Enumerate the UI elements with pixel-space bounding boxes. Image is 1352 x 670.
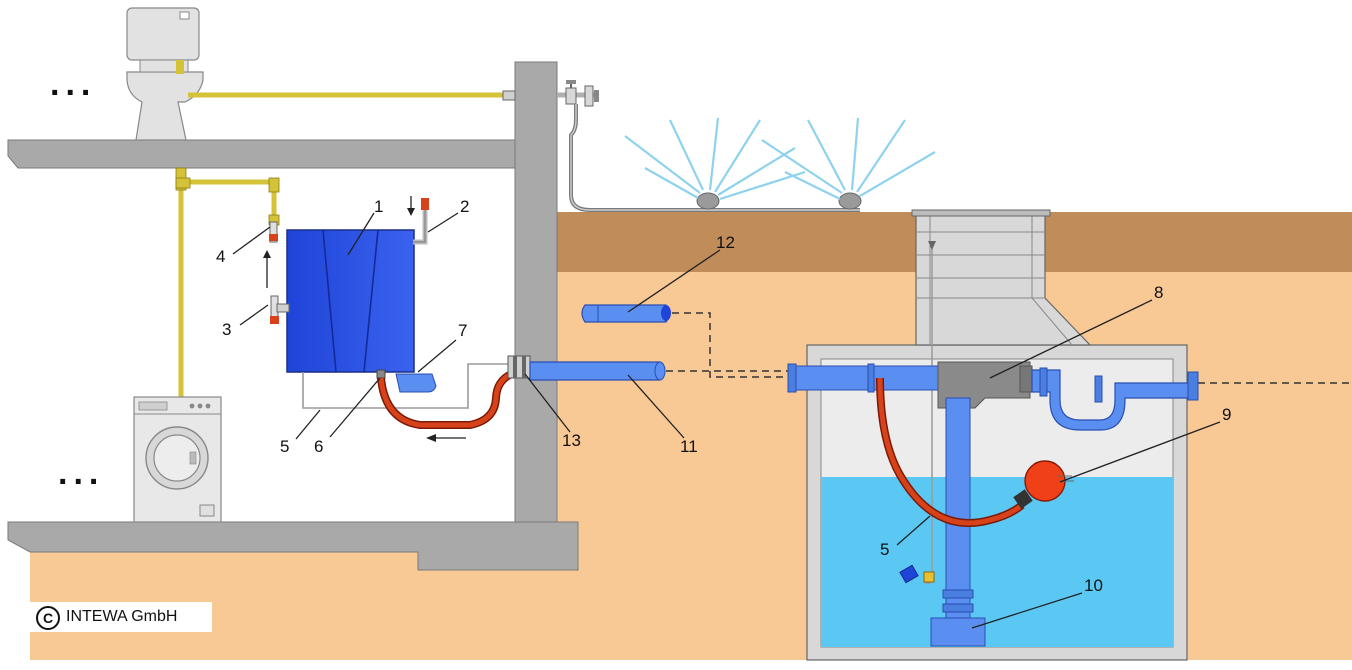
sprinkler-left bbox=[624, 117, 806, 210]
wall-feed-through bbox=[507, 355, 531, 379]
label-6: 6 bbox=[314, 437, 323, 456]
solenoid-valve bbox=[263, 221, 290, 324]
label-9: 9 bbox=[1222, 405, 1231, 424]
siphon-overflow bbox=[1031, 367, 1199, 431]
label-11: 11 bbox=[680, 437, 698, 456]
copyright-badge bbox=[30, 602, 212, 632]
label-12: 12 bbox=[716, 233, 735, 252]
label-5-cistern: 5 bbox=[880, 540, 889, 559]
conduit-pipe-12 bbox=[581, 304, 671, 323]
label-4: 4 bbox=[216, 247, 225, 266]
copyright-text: INTEWA GmbH bbox=[66, 608, 178, 625]
label-13: 13 bbox=[562, 431, 581, 450]
outside-tap-valve bbox=[502, 80, 599, 107]
washing-machine bbox=[133, 396, 222, 523]
label-1: 1 bbox=[374, 197, 383, 216]
supply-fittings bbox=[175, 167, 280, 226]
inflow-pipe bbox=[787, 361, 1033, 409]
building-wall bbox=[7, 61, 579, 571]
level-sensor-float bbox=[899, 564, 935, 585]
copyright-icon: C bbox=[36, 606, 60, 630]
label-5: 5 bbox=[280, 437, 289, 456]
toilet bbox=[126, 7, 204, 141]
inlet-valve bbox=[407, 196, 429, 245]
label-10: 10 bbox=[1084, 576, 1103, 595]
sprinkler-right bbox=[761, 117, 936, 210]
control-unit-tank bbox=[286, 229, 437, 393]
ellipsis-top: ... bbox=[50, 65, 96, 103]
conduit-pipe-11 bbox=[529, 361, 666, 381]
ellipsis-bottom: ... bbox=[58, 454, 104, 492]
callout-labels: 1 2 3 4 5 6 7 8 9 10 11 12 13 5 bbox=[216, 197, 1231, 595]
garden-irrigation-line bbox=[569, 104, 860, 212]
floating-filter bbox=[1013, 460, 1074, 509]
calmed-inlet-pipe bbox=[930, 397, 986, 647]
label-3: 3 bbox=[222, 320, 231, 339]
leader-lines bbox=[232, 212, 1221, 629]
label-7: 7 bbox=[458, 321, 467, 340]
dashed-routes bbox=[666, 312, 1352, 384]
label-2: 2 bbox=[460, 197, 469, 216]
sensor-cable bbox=[302, 363, 515, 409]
label-8: 8 bbox=[1154, 283, 1163, 302]
